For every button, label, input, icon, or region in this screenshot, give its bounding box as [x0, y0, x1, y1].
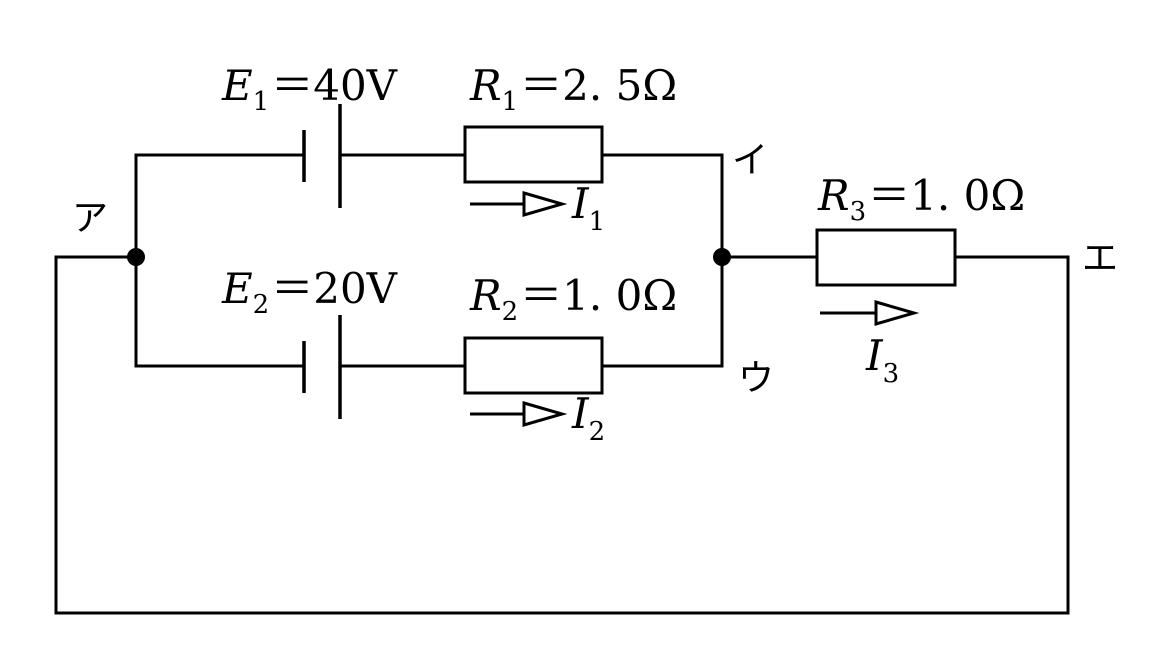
battery-e1	[302, 104, 342, 208]
resistor-r1	[463, 125, 604, 184]
wire-lower-r2-to-node	[602, 257, 724, 368]
resistor-r3	[815, 228, 957, 287]
node-label-u: ウ	[738, 358, 774, 399]
junction-dot-left	[127, 248, 145, 266]
resistor-r2	[463, 336, 604, 395]
label-e1: E1＝40V	[221, 61, 398, 117]
wire-upper-r1-to-node	[602, 153, 724, 257]
label-e2: E2＝20V	[221, 264, 398, 320]
current-arrow-i3	[820, 300, 920, 326]
wire-lower-branch-left	[134, 257, 304, 368]
label-i1: I1	[571, 179, 605, 237]
wire-upper-branch-left	[134, 153, 304, 257]
node-label-i: イ	[732, 140, 768, 181]
label-r2: R2＝1. 0Ω	[469, 271, 677, 327]
node-label-a: ア	[72, 198, 108, 239]
label-i2: I2	[571, 389, 605, 447]
wire-r3-to-e-terminal	[54, 255, 1070, 615]
current-arrow-i2	[470, 401, 568, 427]
node-label-e: エ	[1082, 238, 1118, 279]
label-r1: R1＝2. 5Ω	[469, 61, 677, 117]
junction-dot-right	[713, 248, 731, 266]
label-i3: I3	[865, 331, 899, 389]
battery-e2	[302, 315, 342, 419]
current-arrow-i1	[470, 191, 568, 217]
label-r3: R3＝1. 0Ω	[817, 171, 1025, 227]
